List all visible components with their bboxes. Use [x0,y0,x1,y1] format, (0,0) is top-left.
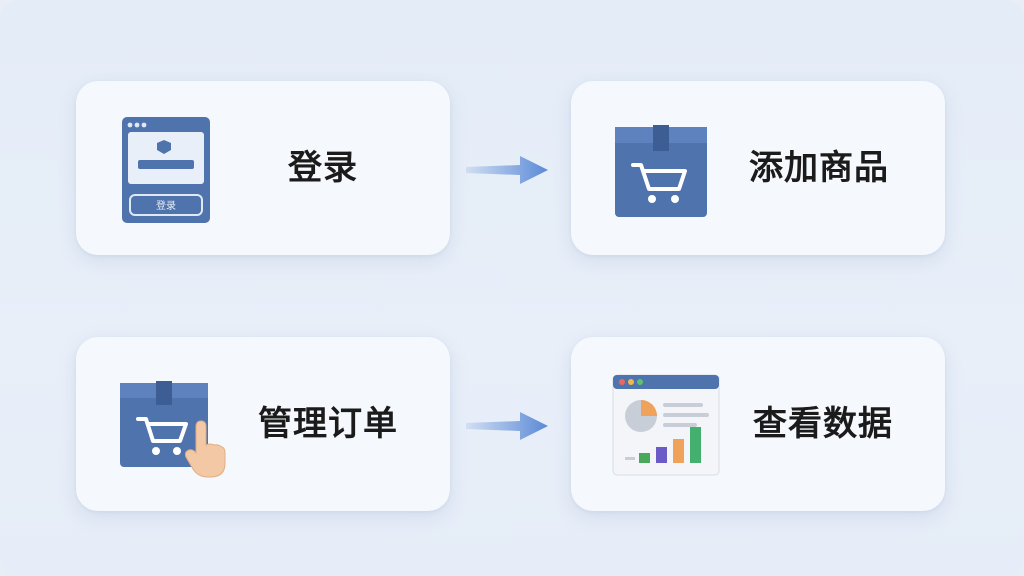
arrow-right-icon [466,156,548,184]
arrow-right-icon [466,412,548,440]
step-manage-orders-label: 管理订单 [258,404,398,444]
step-view-data-card[interactable]: 查看数据 [571,337,945,511]
step-manage-orders-card[interactable]: 管理订单 [76,337,450,511]
box-cart-icon [611,115,711,225]
box-cart-tap-icon [116,371,226,481]
login-button-text: 登录 [156,199,176,212]
dashboard-chart-icon [611,371,720,481]
step-add-product-label: 添加商品 [749,148,889,188]
step-login-card[interactable]: 登录 登录 [76,81,450,255]
login-window-icon: 登录 [116,115,216,225]
step-view-data-label: 查看数据 [753,404,893,444]
step-login-label: 登录 [288,148,358,188]
step-add-product-card[interactable]: 添加商品 [571,81,945,255]
